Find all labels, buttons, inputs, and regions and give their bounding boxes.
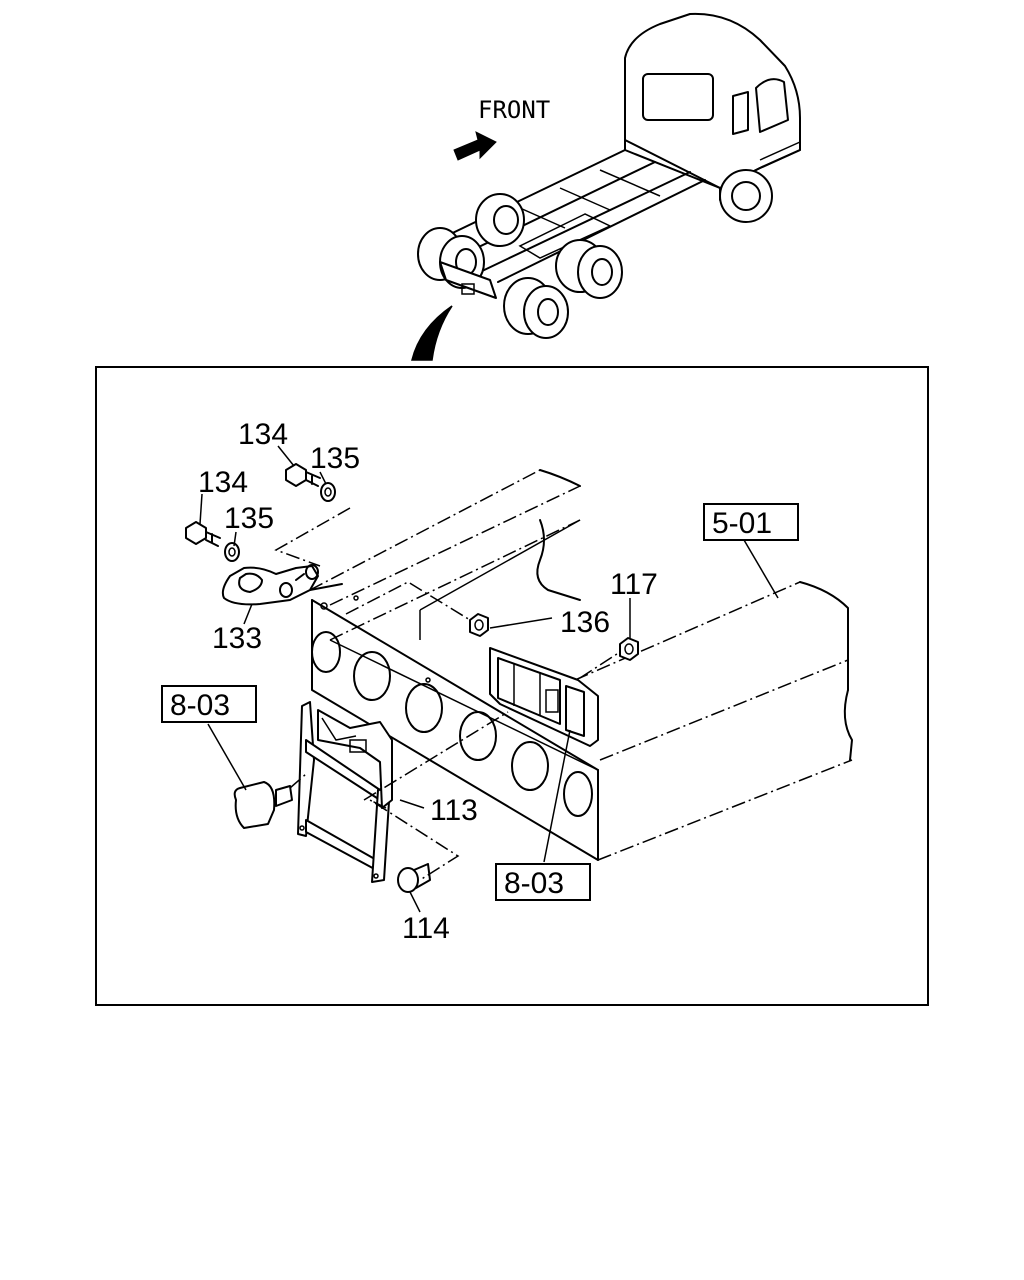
tow-hook-133 (221, 564, 319, 606)
callout-114: 114 (402, 912, 450, 945)
bolt-134-upper (285, 463, 321, 487)
callout-135-lower: 135 (224, 502, 274, 535)
front-label: FRONT (478, 96, 550, 124)
ref-box-8-03-left[interactable]: 8-03 (161, 685, 257, 723)
callout-133: 133 (212, 622, 262, 655)
washer-135-lower (224, 542, 240, 562)
bolt-114 (397, 863, 431, 893)
ref-box-8-03-left-label: 8-03 (170, 689, 230, 722)
frame-rails (309, 469, 853, 861)
lamp-bracket-113 (297, 701, 393, 883)
callout-117: 117 (610, 568, 658, 601)
bolt-134-lower (185, 521, 221, 547)
nut-117 (619, 637, 639, 661)
callout-134-upper: 134 (238, 418, 288, 451)
detail-frame (95, 366, 929, 1006)
ref-box-5-01[interactable]: 5-01 (703, 503, 799, 541)
ref-box-8-03-right-label: 8-03 (504, 867, 564, 900)
front-arrow-icon (453, 131, 497, 161)
leader-lines (199, 445, 779, 913)
ref-box-8-03-right[interactable]: 8-03 (495, 863, 591, 901)
ref-box-5-01-label: 5-01 (712, 507, 772, 540)
truck-overview (417, 12, 801, 339)
callout-134-lower: 134 (198, 466, 248, 499)
rear-lamp (489, 647, 599, 747)
callout-136: 136 (560, 606, 610, 639)
callout-113: 113 (430, 794, 478, 827)
washer-135-upper (320, 482, 336, 502)
nut-136 (469, 613, 489, 637)
callout-135-upper: 135 (310, 442, 360, 475)
front-indicator: FRONT (453, 96, 550, 161)
zoom-pointer-arrow (411, 305, 453, 361)
lamp-socket (233, 781, 293, 829)
